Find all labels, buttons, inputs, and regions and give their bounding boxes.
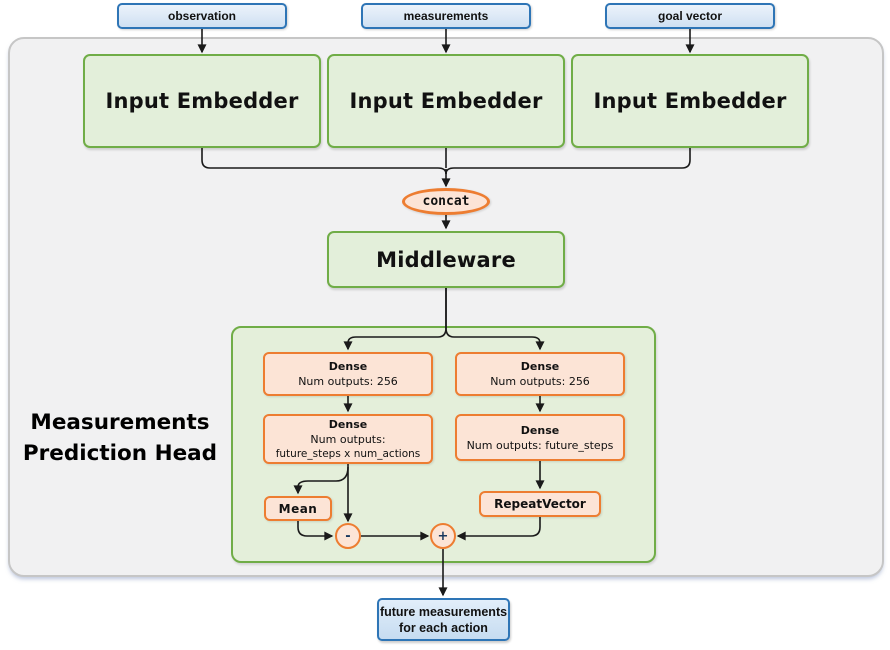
middleware-node: Middleware	[327, 231, 565, 288]
measurements-label: measurements	[403, 9, 489, 23]
repeat-vector-label: RepeatVector	[494, 497, 586, 511]
goal-vector-label: goal vector	[657, 9, 723, 23]
dense-title: Dense	[520, 360, 560, 373]
mean-node: Mean	[264, 496, 332, 521]
dense-right-1: Dense Num outputs: 256	[455, 352, 625, 396]
add-operator-node: +	[430, 523, 456, 549]
dense-left-1: Dense Num outputs: 256	[263, 352, 433, 396]
input-node-goal-vector: goal vector	[605, 3, 775, 29]
input-embedder-label: Input Embedder	[349, 89, 543, 113]
section-title-line2: Prediction Head	[22, 441, 218, 466]
dense-title: Dense	[328, 417, 368, 431]
dense-outputs: Num outputs: future_steps	[466, 438, 614, 452]
subtract-operator-node: -	[335, 523, 361, 549]
concat-node: concat	[402, 188, 490, 215]
plus-label: +	[437, 528, 449, 544]
minus-label: -	[345, 528, 351, 544]
input-node-observation: observation	[117, 3, 287, 29]
section-title-line1: Measurements	[30, 410, 210, 435]
observation-label: observation	[167, 9, 236, 23]
input-embedder-observation: Input Embedder	[83, 54, 321, 148]
dense-outputs-2: future_steps x num_actions	[275, 447, 421, 460]
dense-title: Dense	[328, 360, 368, 373]
dense-right-2: Dense Num outputs: future_steps	[455, 414, 625, 461]
input-embedder-goal-vector: Input Embedder	[571, 54, 809, 148]
input-embedder-label: Input Embedder	[105, 89, 299, 113]
input-embedder-label: Input Embedder	[593, 89, 787, 113]
dense-left-2: Dense Num outputs: future_steps x num_ac…	[263, 414, 433, 464]
dense-outputs: Num outputs:	[310, 432, 386, 446]
input-node-measurements: measurements	[361, 3, 531, 29]
output-label-line2: for each action	[399, 620, 488, 635]
concat-label: concat	[422, 194, 470, 209]
output-label-line1: future measurements	[379, 604, 508, 619]
section-title-measurements-prediction-head: Measurements Prediction Head	[14, 407, 226, 469]
output-node-future-measurements: future measurements for each action	[377, 598, 510, 641]
dense-outputs: Num outputs: 256	[298, 375, 398, 388]
input-embedder-measurements: Input Embedder	[327, 54, 565, 148]
mean-label: Mean	[278, 501, 318, 516]
repeat-vector-node: RepeatVector	[479, 491, 601, 517]
dense-outputs: Num outputs: 256	[490, 375, 590, 388]
middleware-label: Middleware	[376, 247, 516, 272]
dense-title: Dense	[520, 423, 560, 437]
